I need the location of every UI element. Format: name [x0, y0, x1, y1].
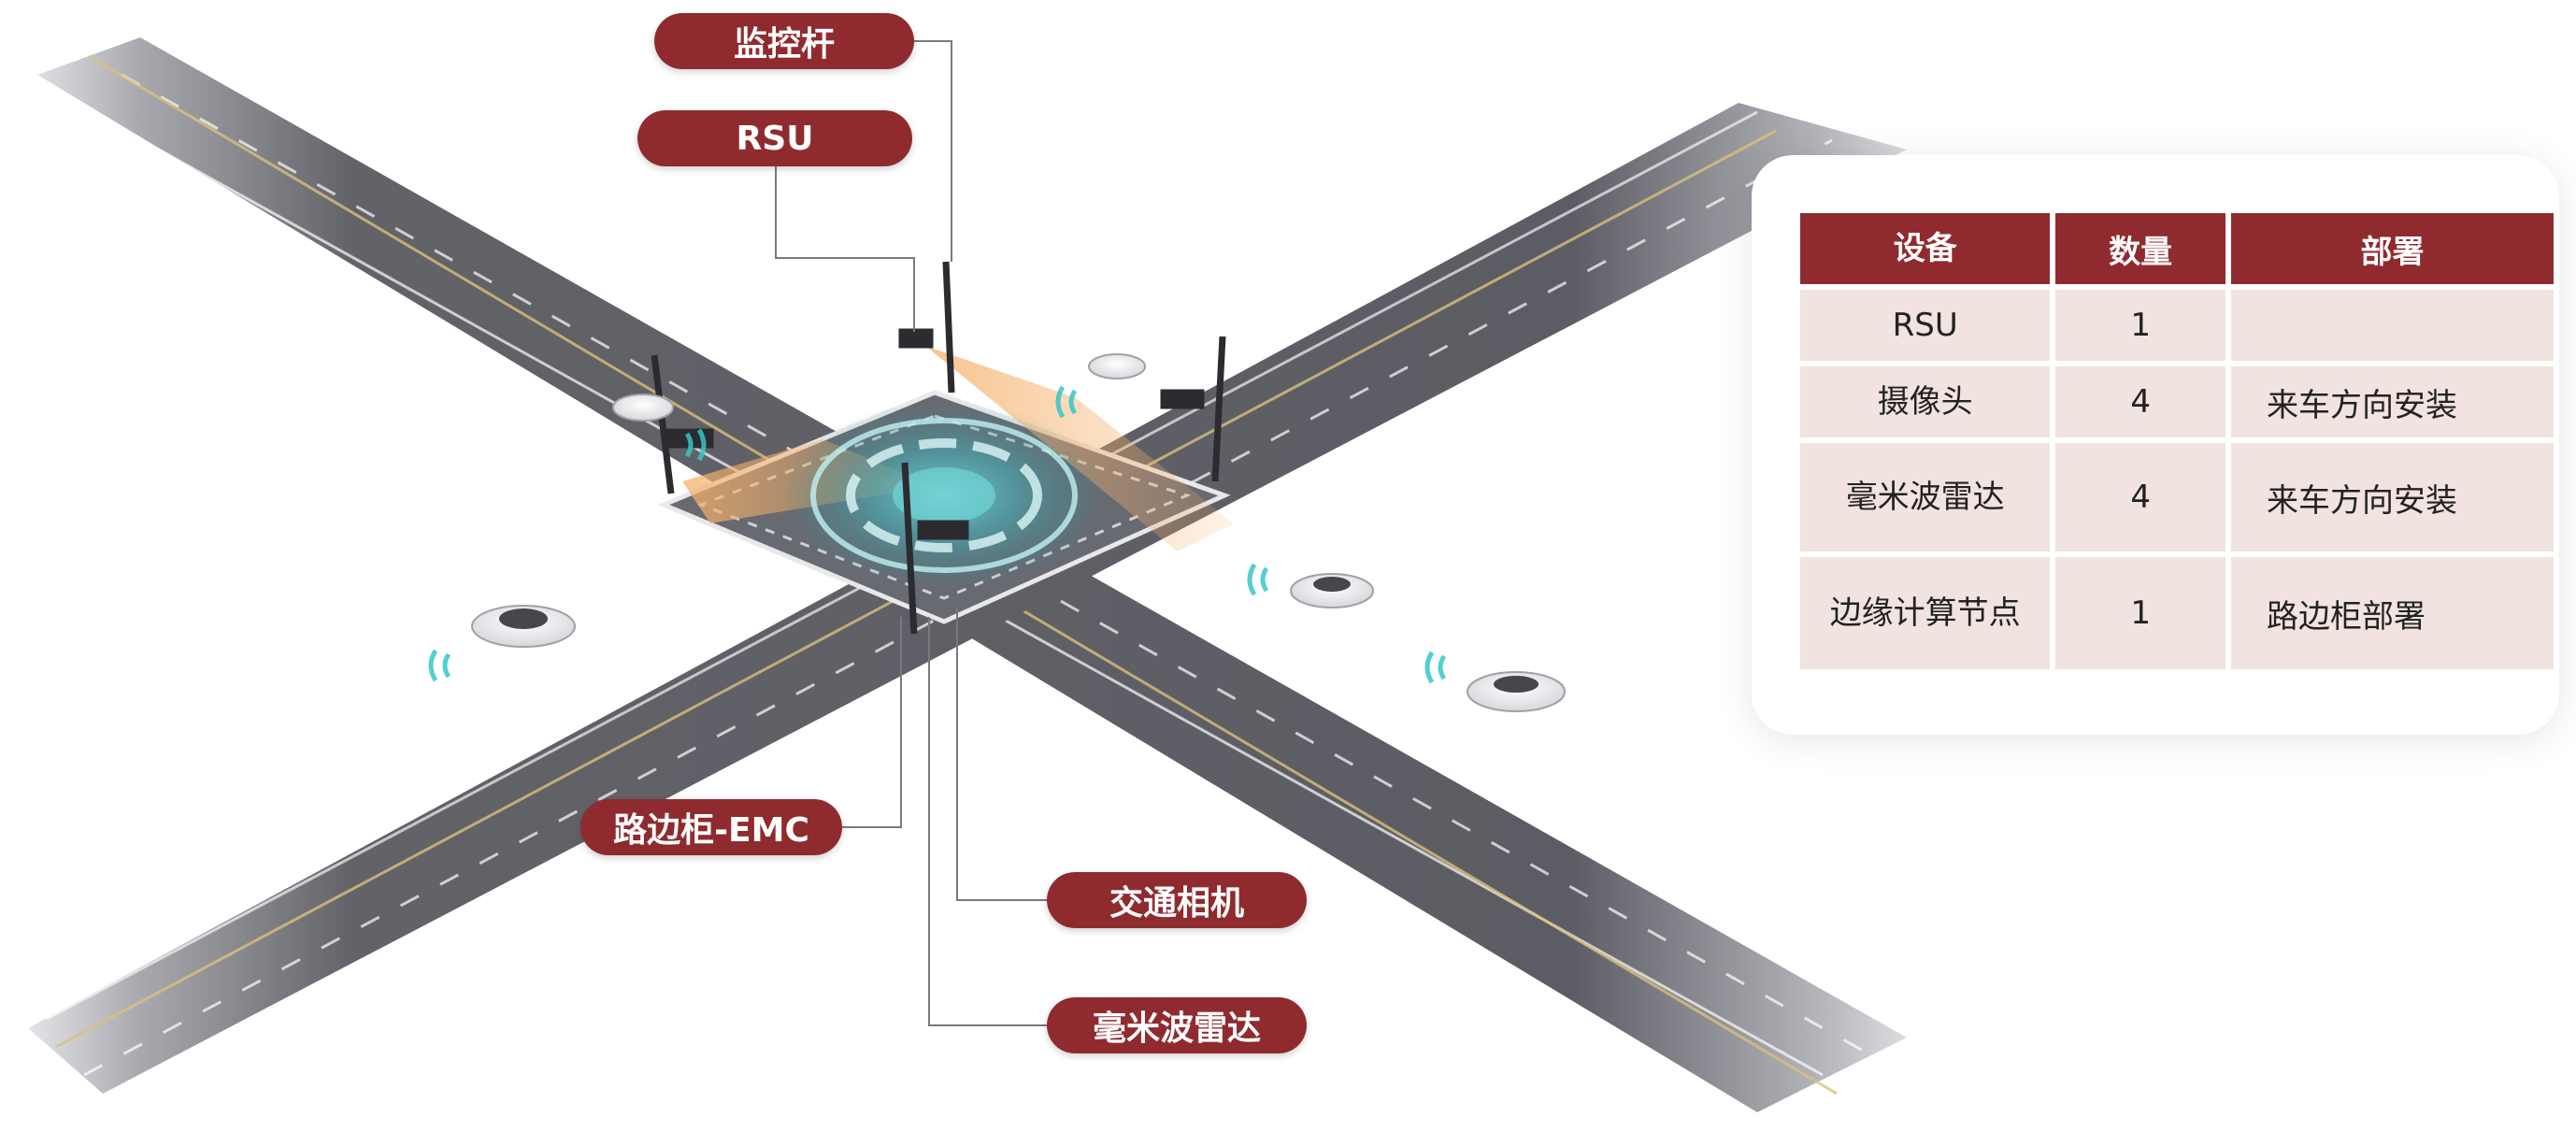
callout-roadside-cabinet: 路边柜-EMC — [580, 799, 842, 855]
cell-deployment: 来车方向安装 — [2230, 366, 2554, 437]
equipment-table: 设备 数量 部署 RSU 1 摄像头 4 来车方向安装 毫米波雷达 4 来车方向… — [1795, 208, 2559, 675]
header-quantity: 数量 — [2055, 213, 2225, 284]
cell-device: RSU — [1800, 290, 2051, 361]
cell-device: 边缘计算节点 — [1800, 557, 2051, 669]
callout-mmwave-radar: 毫米波雷达 — [1047, 997, 1307, 1053]
table-row: 边缘计算节点 1 路边柜部署 — [1800, 557, 2554, 669]
cell-device: 毫米波雷达 — [1800, 443, 2051, 551]
table-row: RSU 1 — [1800, 290, 2554, 361]
table-row: 摄像头 4 来车方向安装 — [1800, 366, 2554, 437]
cell-device: 摄像头 — [1800, 366, 2051, 437]
table-row: 毫米波雷达 4 来车方向安装 — [1800, 443, 2554, 551]
cell-quantity: 1 — [2055, 290, 2225, 361]
sensor-ring-icon — [780, 402, 1108, 589]
header-device: 设备 — [1800, 213, 2051, 284]
header-deployment: 部署 — [2230, 213, 2554, 284]
cell-quantity: 4 — [2055, 366, 2225, 437]
callout-leaders — [775, 40, 1051, 1026]
callout-monitoring-pole: 监控杆 — [654, 13, 914, 69]
radar-wave-icon — [428, 385, 1447, 684]
cell-quantity: 1 — [2055, 557, 2225, 669]
cell-deployment: 来车方向安装 — [2230, 443, 2554, 551]
equipment-panel: 设备 数量 部署 RSU 1 摄像头 4 来车方向安装 毫米波雷达 4 来车方向… — [1752, 155, 2559, 735]
callout-rsu: RSU — [637, 110, 912, 166]
cell-deployment — [2230, 290, 2554, 361]
car-icon — [471, 353, 1566, 712]
cell-quantity: 4 — [2055, 443, 2225, 551]
callout-traffic-camera: 交通相机 — [1047, 872, 1307, 928]
monitoring-pole-icon — [651, 261, 1226, 635]
table-header-row: 设备 数量 部署 — [1800, 213, 2554, 284]
cell-deployment: 路边柜部署 — [2230, 557, 2554, 669]
